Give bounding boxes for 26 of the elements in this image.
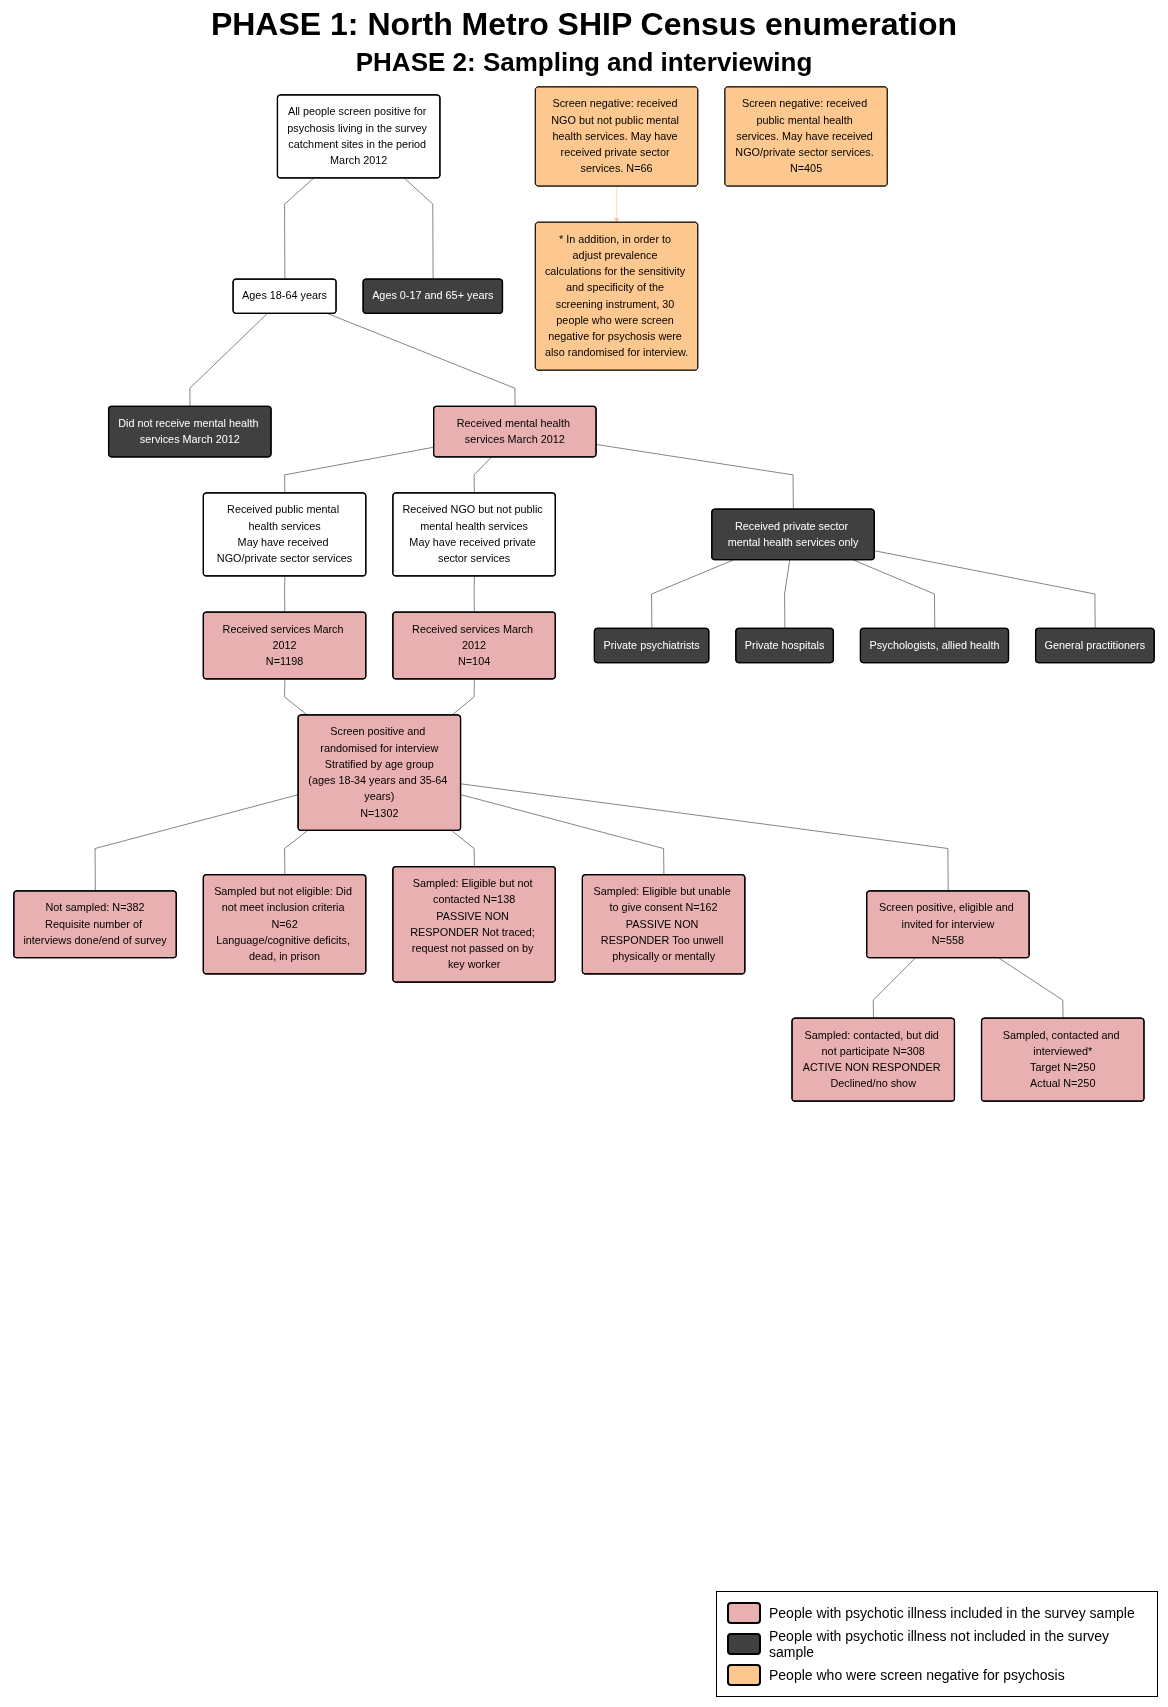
connector xyxy=(473,575,475,613)
connector xyxy=(872,957,916,1019)
legend-text: People with psychotic illness included in the survey sample xyxy=(769,1605,1135,1621)
connector xyxy=(94,794,299,892)
connector xyxy=(451,678,475,716)
legend-text: People with psychotic illness not included in the survey sample xyxy=(769,1628,1111,1660)
connector xyxy=(460,794,665,876)
connector xyxy=(284,678,308,716)
connector xyxy=(284,177,314,280)
connector xyxy=(284,830,308,876)
connector xyxy=(651,559,734,629)
connector xyxy=(404,177,434,280)
connector xyxy=(874,550,1096,629)
section-heading: PHASE 2: Sampling and interviewing xyxy=(354,47,814,78)
connector xyxy=(853,559,936,629)
legend-text: People who were screen negative for psychosis xyxy=(769,1667,1065,1683)
connector xyxy=(189,313,268,407)
connector xyxy=(473,456,492,494)
connector xyxy=(998,957,1064,1019)
connector xyxy=(451,830,475,868)
connector xyxy=(460,783,949,892)
connector xyxy=(596,444,794,510)
connector xyxy=(784,559,791,629)
connector xyxy=(327,313,516,407)
connector xyxy=(284,575,286,613)
diagram-title: PHASE 1: North Metro SHIP Census enumeration xyxy=(209,6,959,43)
